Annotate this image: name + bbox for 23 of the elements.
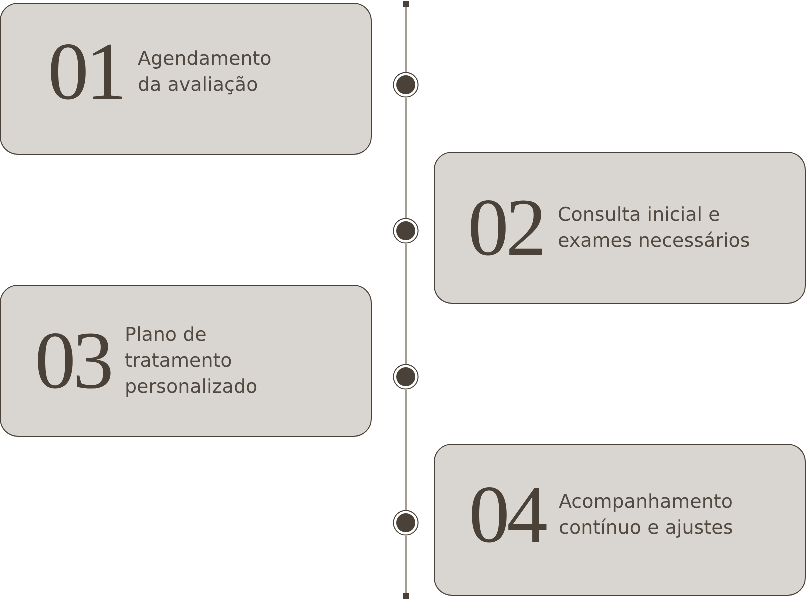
step-description: Plano de tratamento personalizado bbox=[125, 323, 259, 400]
step-number: 03 bbox=[35, 326, 111, 396]
timeline-line bbox=[405, 536, 407, 593]
timeline-end-cap bbox=[403, 593, 409, 599]
step-number: 04 bbox=[469, 480, 545, 550]
timeline-marker bbox=[393, 72, 419, 98]
timeline-line bbox=[405, 7, 407, 72]
timeline-line bbox=[405, 390, 407, 510]
step-card bbox=[0, 3, 372, 155]
step-description: Consulta inicial e exames necessários bbox=[558, 203, 752, 254]
step-number: 01 bbox=[48, 37, 124, 107]
timeline-line bbox=[405, 98, 407, 218]
timeline-marker bbox=[393, 364, 419, 390]
timeline-line bbox=[405, 244, 407, 364]
step-description: Agendamento da avaliação bbox=[138, 47, 273, 98]
step-description: Acompanhamento contínuo e ajustes bbox=[559, 490, 734, 541]
timeline-marker bbox=[393, 218, 419, 244]
step-card bbox=[434, 152, 806, 304]
step-number: 02 bbox=[468, 193, 544, 263]
timeline-end-cap bbox=[403, 1, 409, 7]
step-card bbox=[434, 444, 806, 596]
timeline-marker bbox=[393, 510, 419, 536]
step-card bbox=[0, 285, 372, 437]
